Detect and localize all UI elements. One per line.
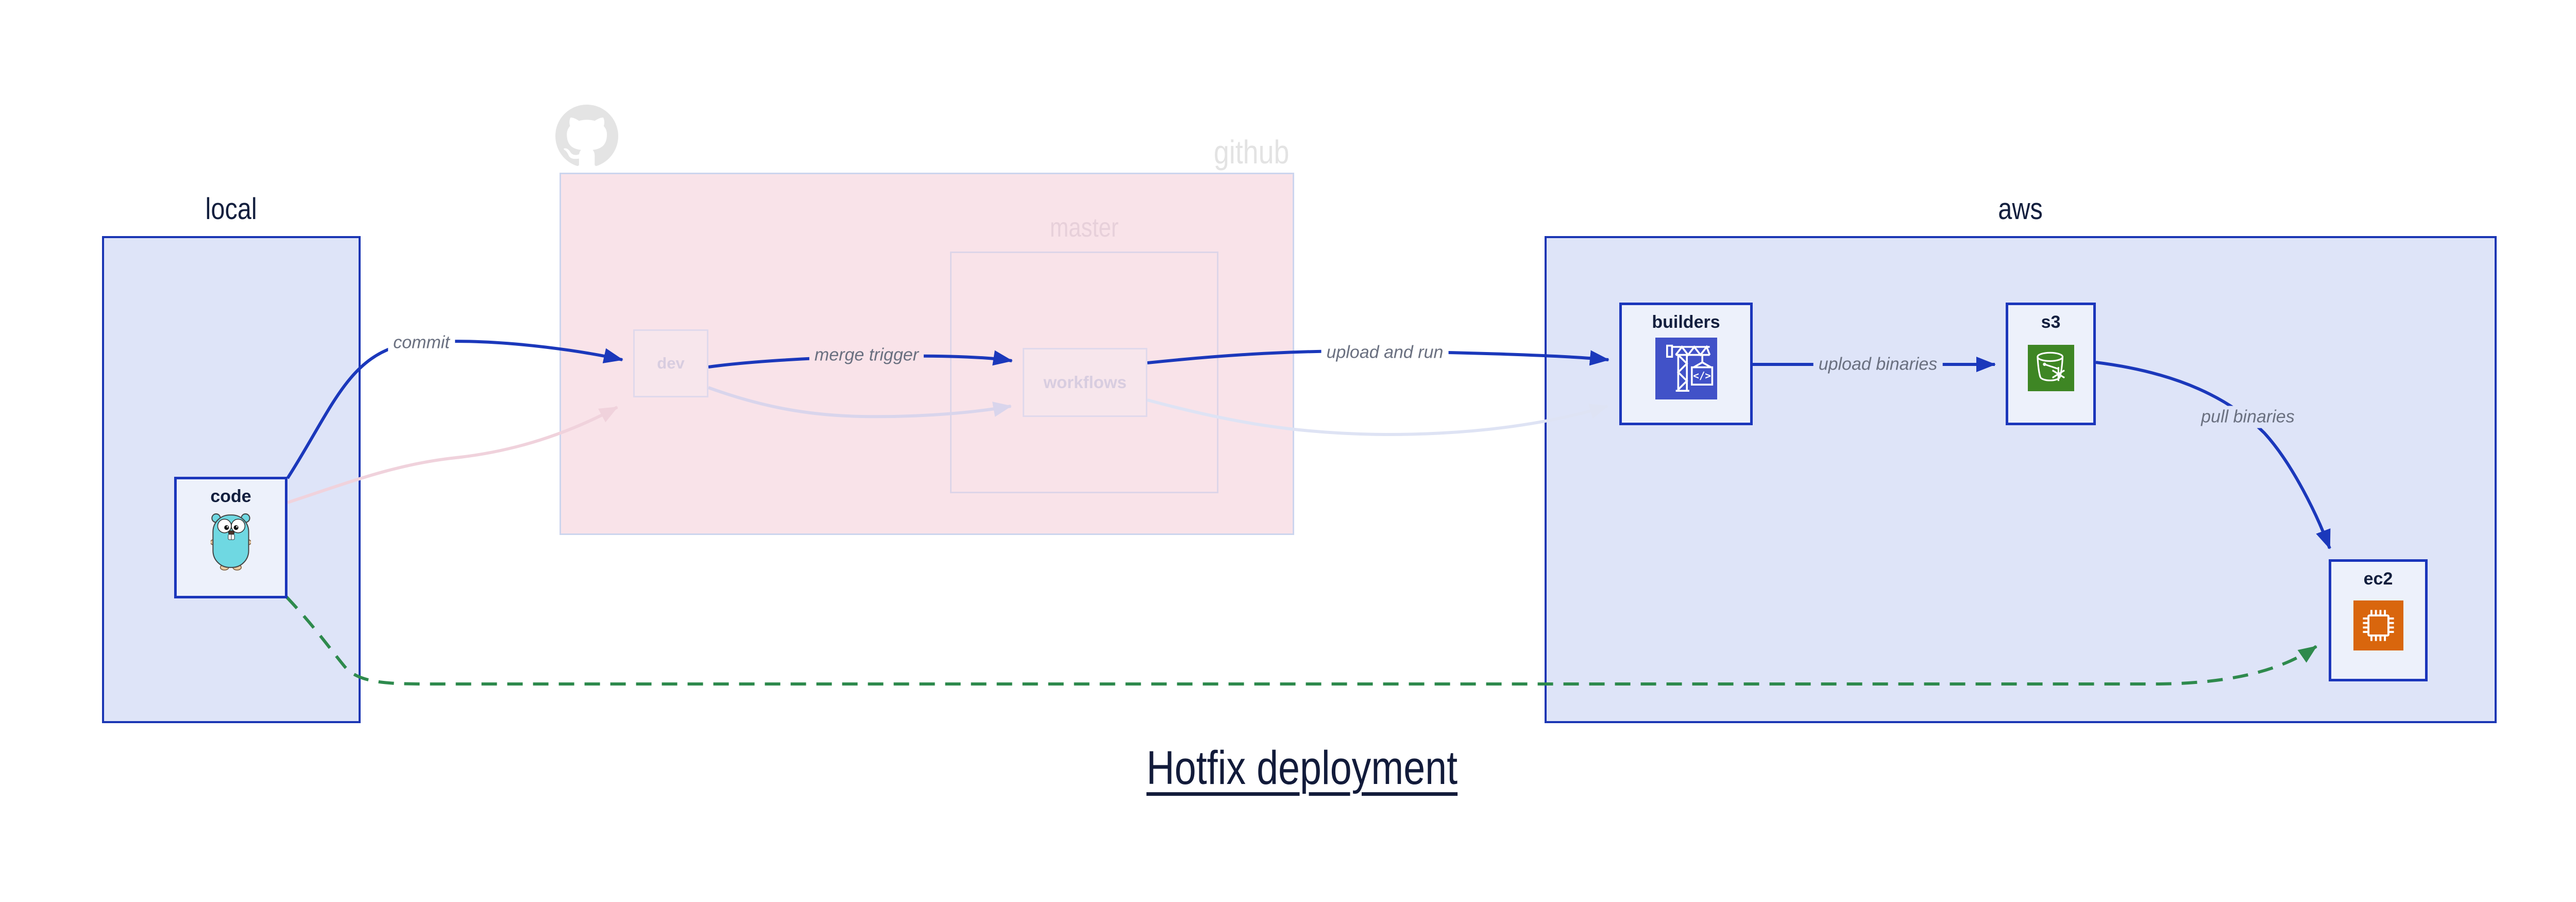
node-code: code [174,477,287,598]
node-ec2: ec2 [2329,559,2428,681]
gopher-icon [211,513,251,571]
node-dev-label: dev [657,354,685,372]
node-builders: builders </> [1619,303,1753,425]
octocat-icon [555,105,618,166]
edge-label-merge-trigger: merge trigger [809,344,924,366]
edge-hotfix-direct [285,595,2317,686]
node-builders-label: builders [1652,312,1720,332]
node-s3: s3 [2006,303,2096,425]
edge-ghost-code-dev [287,406,618,504]
diagram-title: Hotfix deployment [1146,742,1458,794]
edge-label-pull-binaries: pull binaries [2196,406,2300,428]
master-branch-label: master [1049,213,1119,243]
github-group-label: github [1213,133,1289,171]
edge-label-upload-binaries: upload binaries [1813,353,1943,376]
local-group-label: local [205,192,258,226]
node-workflows: workflows [1023,348,1147,417]
master-branch-box [950,252,1218,493]
edge-ghost-workflows-builders [1147,398,1608,437]
node-s3-label: s3 [2041,312,2061,332]
codebuild-crane-icon: </> [1655,338,1717,399]
node-dev: dev [633,329,708,397]
s3-bucket-snowflake-icon [2027,345,2074,391]
aws-group-label: aws [1998,192,2043,226]
node-code-label: code [210,487,251,506]
node-workflows-label: workflows [1043,373,1127,392]
edge-label-commit: commit [388,331,455,354]
edge-pull-binaries [2095,361,2331,549]
edge-label-upload-and-run: upload and run [1321,341,1449,364]
svg-text:</>: </> [1693,370,1711,381]
node-ec2-label: ec2 [2363,569,2393,589]
ec2-chip-icon [2353,600,2403,650]
edge-ghost-dev-workflows [707,386,1012,419]
